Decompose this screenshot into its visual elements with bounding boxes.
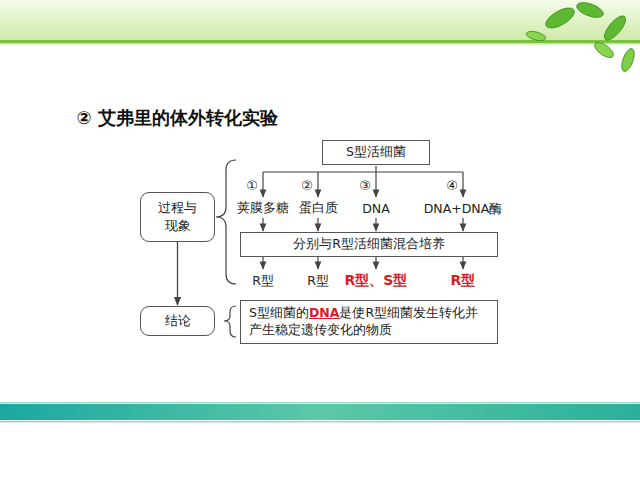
top-band	[0, 0, 640, 45]
result-label: R型	[306, 273, 330, 288]
result-label: R型	[251, 273, 275, 288]
result-label: R型、S型	[344, 272, 409, 289]
node-text: 分别与R型活细菌混合培养	[293, 236, 445, 253]
node-text: S型细菌的DNA是使R型细菌发生转化并产生稳定遗传变化的物质	[249, 305, 489, 339]
rounded-box: 结论	[140, 306, 215, 336]
node-text: 过程与现象	[157, 199, 199, 234]
leaves	[525, 0, 636, 73]
brace	[216, 160, 236, 337]
node-text: S型活细菌	[346, 144, 406, 161]
bottom-band	[0, 402, 640, 423]
result-label: R型	[450, 272, 477, 289]
conclusion-box: S型细菌的DNA是使R型细菌发生转化并产生稳定遗传变化的物质	[240, 300, 498, 344]
callout-number: ③	[358, 178, 372, 194]
process-box: S型活细菌	[322, 140, 430, 165]
item-label: 荚膜多糖	[236, 200, 290, 216]
connector-arrow	[177, 242, 178, 305]
item-label: DNA	[361, 201, 391, 216]
rounded-box: 过程与现象	[140, 192, 215, 242]
item-label: DNA+DNA酶	[423, 201, 504, 216]
callout-number: ②	[300, 178, 314, 194]
callout-number: ④	[445, 178, 459, 194]
node-text: 结论	[165, 312, 191, 330]
item-label: 蛋白质	[298, 200, 339, 216]
slide-title: 艾弗里的体外转化实验	[98, 107, 278, 129]
section-number: ②	[75, 107, 92, 129]
callout-number: ①	[245, 178, 259, 194]
process-box: 分别与R型活细菌混合培养	[240, 232, 498, 257]
